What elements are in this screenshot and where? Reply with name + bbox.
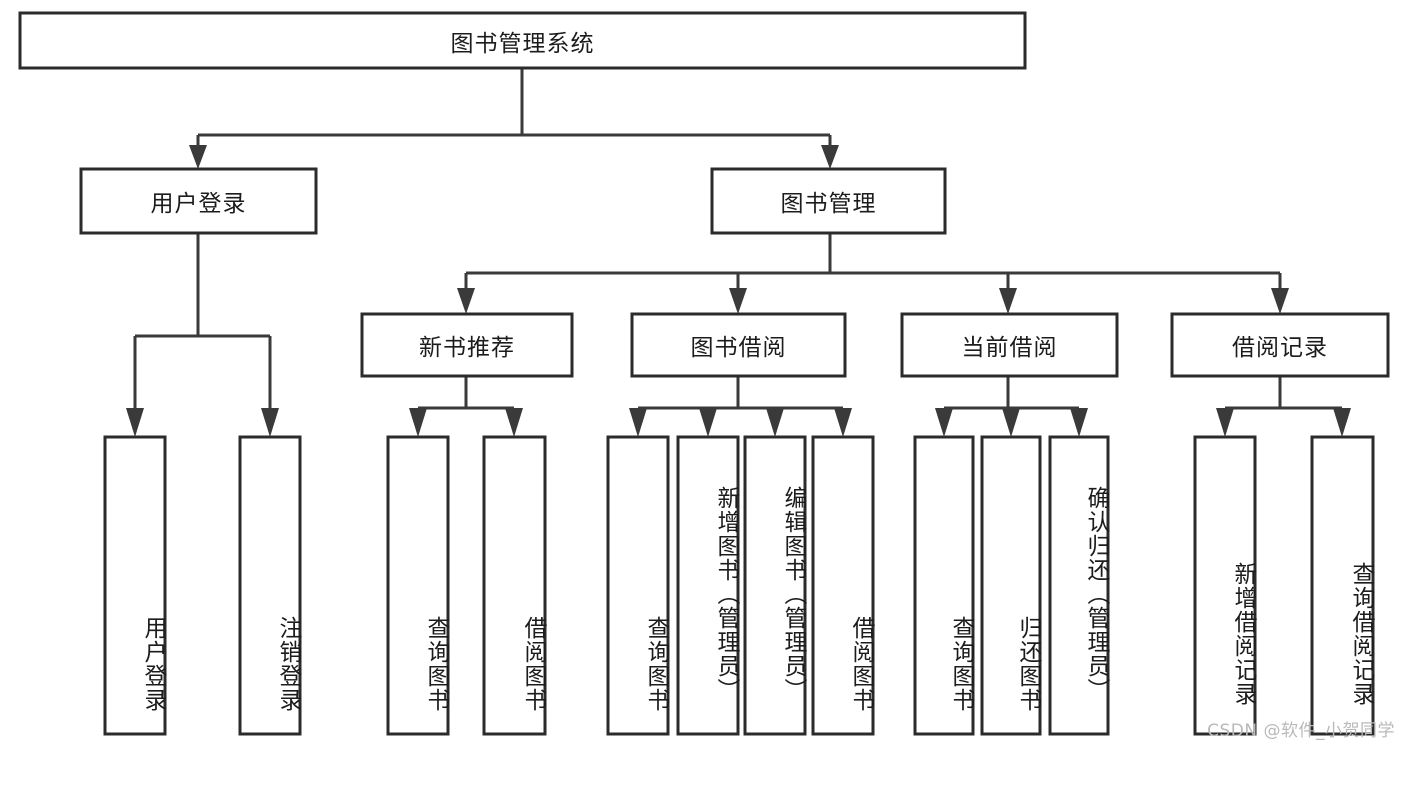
arrow-head-leaf-borrowrecord-1 bbox=[1216, 408, 1234, 437]
connector-group-borrow-record bbox=[1216, 376, 1351, 437]
arrow-head-leaf-borrowrecord-2 bbox=[1333, 408, 1351, 437]
node-user-login[interactable] bbox=[79, 167, 318, 235]
node-borrow-record[interactable] bbox=[1170, 312, 1390, 378]
connector-group-new-book bbox=[409, 376, 523, 437]
arrow-head-leaf-currentborrow-3 bbox=[1070, 408, 1088, 437]
node-current-borrow[interactable] bbox=[900, 312, 1119, 378]
connector-group-root bbox=[189, 68, 839, 169]
leaf-box-user-login-1[interactable] bbox=[238, 435, 302, 736]
node-new-book-recommend[interactable] bbox=[360, 312, 574, 378]
node-book-borrow[interactable] bbox=[630, 312, 847, 378]
arrow-head-user-login bbox=[189, 145, 207, 169]
arrow-head-leaf-user-2 bbox=[261, 408, 279, 437]
leaf-box-book-borrow-0[interactable] bbox=[606, 435, 670, 736]
leaf-box-user-login-0[interactable] bbox=[103, 435, 167, 736]
arrow-head-leaf-user-1 bbox=[126, 408, 144, 437]
arrow-head-leaf-currentborrow-1 bbox=[935, 408, 953, 437]
leaf-box-borrow-record-0[interactable] bbox=[1193, 435, 1257, 736]
arrow-head-leaf-newbook-1 bbox=[409, 408, 427, 437]
arrow-head-leaf-newbook-2 bbox=[505, 408, 523, 437]
arrow-head-leaf-currentborrow-2 bbox=[1002, 408, 1020, 437]
leaf-box-book-borrow-3[interactable] bbox=[811, 435, 875, 736]
arrow-head-leaf-bookborrow-4 bbox=[834, 408, 852, 437]
arrow-head-leaf-bookborrow-1 bbox=[629, 408, 647, 437]
connector-group-current-borrow bbox=[935, 376, 1088, 437]
arrow-head-borrow-record bbox=[1271, 288, 1289, 314]
arrow-head-book-manage bbox=[821, 145, 839, 169]
connector-group-book-manage bbox=[457, 233, 1289, 314]
diagram-canvas: 图书管理系统 用户登录 图书管理 新书推荐 图书借阅 当前借阅 借阅记录 用户登… bbox=[18, 11, 1395, 741]
arrow-head-leaf-bookborrow-2 bbox=[699, 408, 717, 437]
connector-group-user-login bbox=[126, 233, 279, 437]
leaf-box-current-borrow-2[interactable] bbox=[1048, 435, 1110, 736]
arrow-head-leaf-bookborrow-3 bbox=[766, 408, 784, 437]
leaf-box-current-borrow-1[interactable] bbox=[980, 435, 1042, 736]
connector-group-book-borrow bbox=[629, 376, 852, 437]
leaf-box-book-borrow-1[interactable] bbox=[676, 435, 740, 736]
leaf-box-borrow-record-1[interactable] bbox=[1310, 435, 1375, 736]
node-root-book-management-system[interactable] bbox=[18, 11, 1027, 70]
leaf-box-book-borrow-2[interactable] bbox=[743, 435, 807, 736]
tree-diagram-svg bbox=[18, 11, 1390, 736]
node-book-management[interactable] bbox=[710, 167, 947, 235]
arrow-head-current-borrow bbox=[999, 288, 1017, 314]
leaf-box-current-borrow-0[interactable] bbox=[913, 435, 975, 736]
arrow-head-book-borrow bbox=[729, 288, 747, 314]
arrow-head-new-book bbox=[457, 288, 475, 314]
leaf-box-new-book-recommend-0[interactable] bbox=[386, 435, 450, 736]
leaf-box-new-book-recommend-1[interactable] bbox=[482, 435, 547, 736]
